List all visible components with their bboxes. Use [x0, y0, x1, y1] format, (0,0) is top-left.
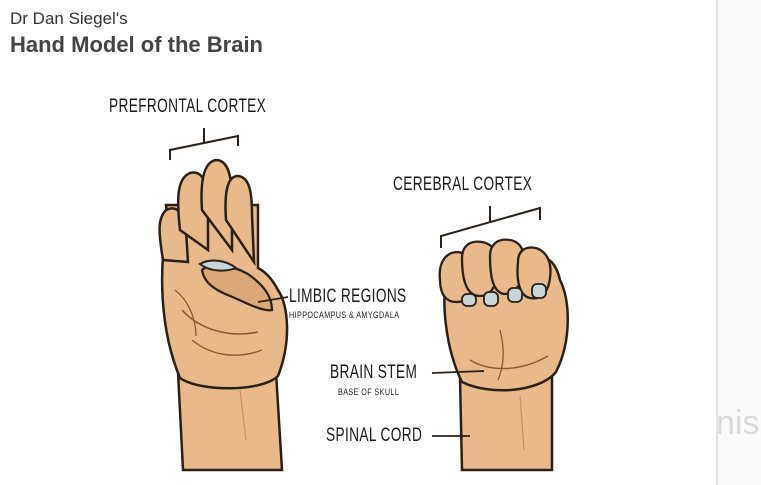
prefrontal-bracket	[170, 128, 238, 160]
label-cerebral-cortex: CEREBRAL CORTEX	[393, 174, 532, 196]
label-limbic-subtitle: HIPPOCAMPUS & AMYGDALA	[289, 310, 399, 320]
label-limbic-regions: LIMBIC REGIONS	[289, 286, 407, 308]
label-prefrontal-cortex: PREFRONTAL CORTEX	[109, 96, 266, 118]
label-brain-stem-subtitle: BASE OF SKULL	[338, 387, 399, 397]
cerebral-bracket	[441, 206, 540, 248]
label-spinal-cord: SPINAL CORD	[326, 425, 422, 447]
label-brain-stem: BRAIN STEM	[330, 362, 417, 384]
side-panel-ghost-text: nis	[716, 404, 759, 443]
open-hand	[160, 160, 288, 470]
